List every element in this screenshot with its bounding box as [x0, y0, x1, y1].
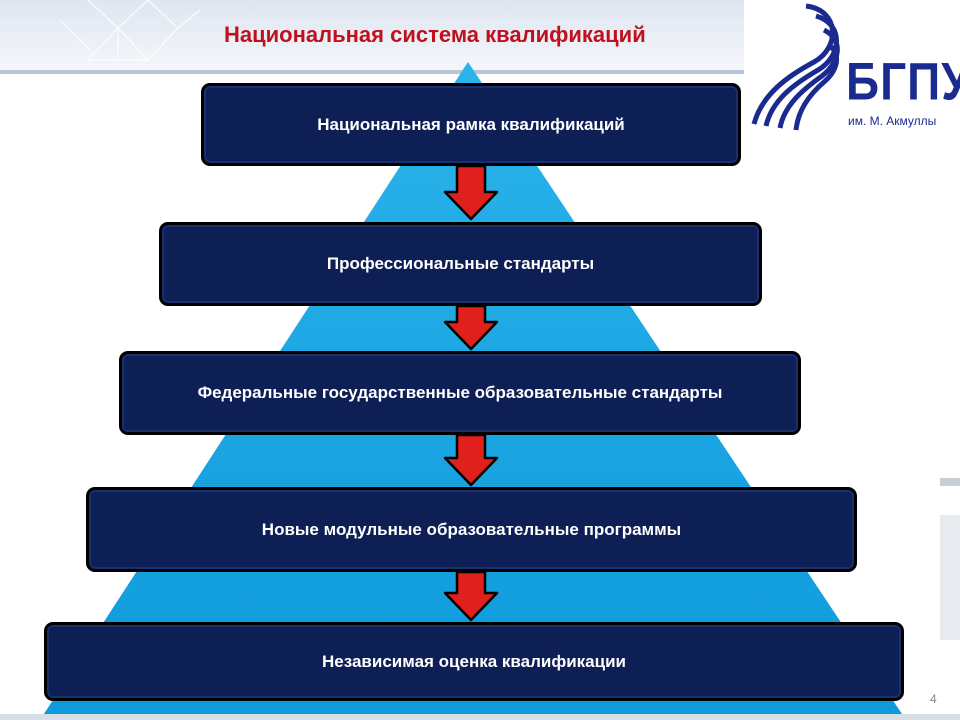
arrow-down-2 — [443, 304, 499, 351]
logo-subtitle: им. М. Акмуллы — [848, 114, 937, 128]
header-decoration — [59, 0, 201, 61]
level-label-3: Федеральные государственные образователь… — [197, 383, 723, 402]
side-strip — [940, 515, 960, 640]
slide-title: Национальная система квалификаций — [224, 22, 646, 47]
page-number: 4 — [930, 692, 937, 706]
level-label-4: Новые модульные образовательные программ… — [261, 519, 682, 539]
level-box-2: Профессиональные стандарты — [159, 222, 762, 306]
arrow-down-3 — [443, 433, 499, 487]
arrow-down-1 — [443, 164, 499, 221]
logo-wordmark: БГПУ — [846, 51, 960, 111]
level-label-5: Независимая оценка квалификации — [322, 651, 626, 671]
level-box-5: Независимая оценка квалификации — [44, 622, 904, 701]
level-box-4: Новые модульные образовательные программ… — [86, 487, 857, 572]
logo-emblem-icon — [751, 3, 840, 131]
down-arrows — [443, 164, 499, 622]
level-box-3: Федеральные государственные образователь… — [119, 351, 801, 435]
university-logo — [744, 0, 960, 132]
level-label-1: Национальная рамка квалификаций — [317, 114, 625, 134]
bottom-strip — [0, 714, 960, 720]
header-divider — [0, 70, 746, 74]
side-mark — [940, 478, 960, 486]
level-box-1: Национальная рамка квалификаций — [201, 83, 741, 166]
level-label-2: Профессиональные стандарты — [326, 254, 595, 273]
arrow-down-4 — [443, 570, 499, 622]
